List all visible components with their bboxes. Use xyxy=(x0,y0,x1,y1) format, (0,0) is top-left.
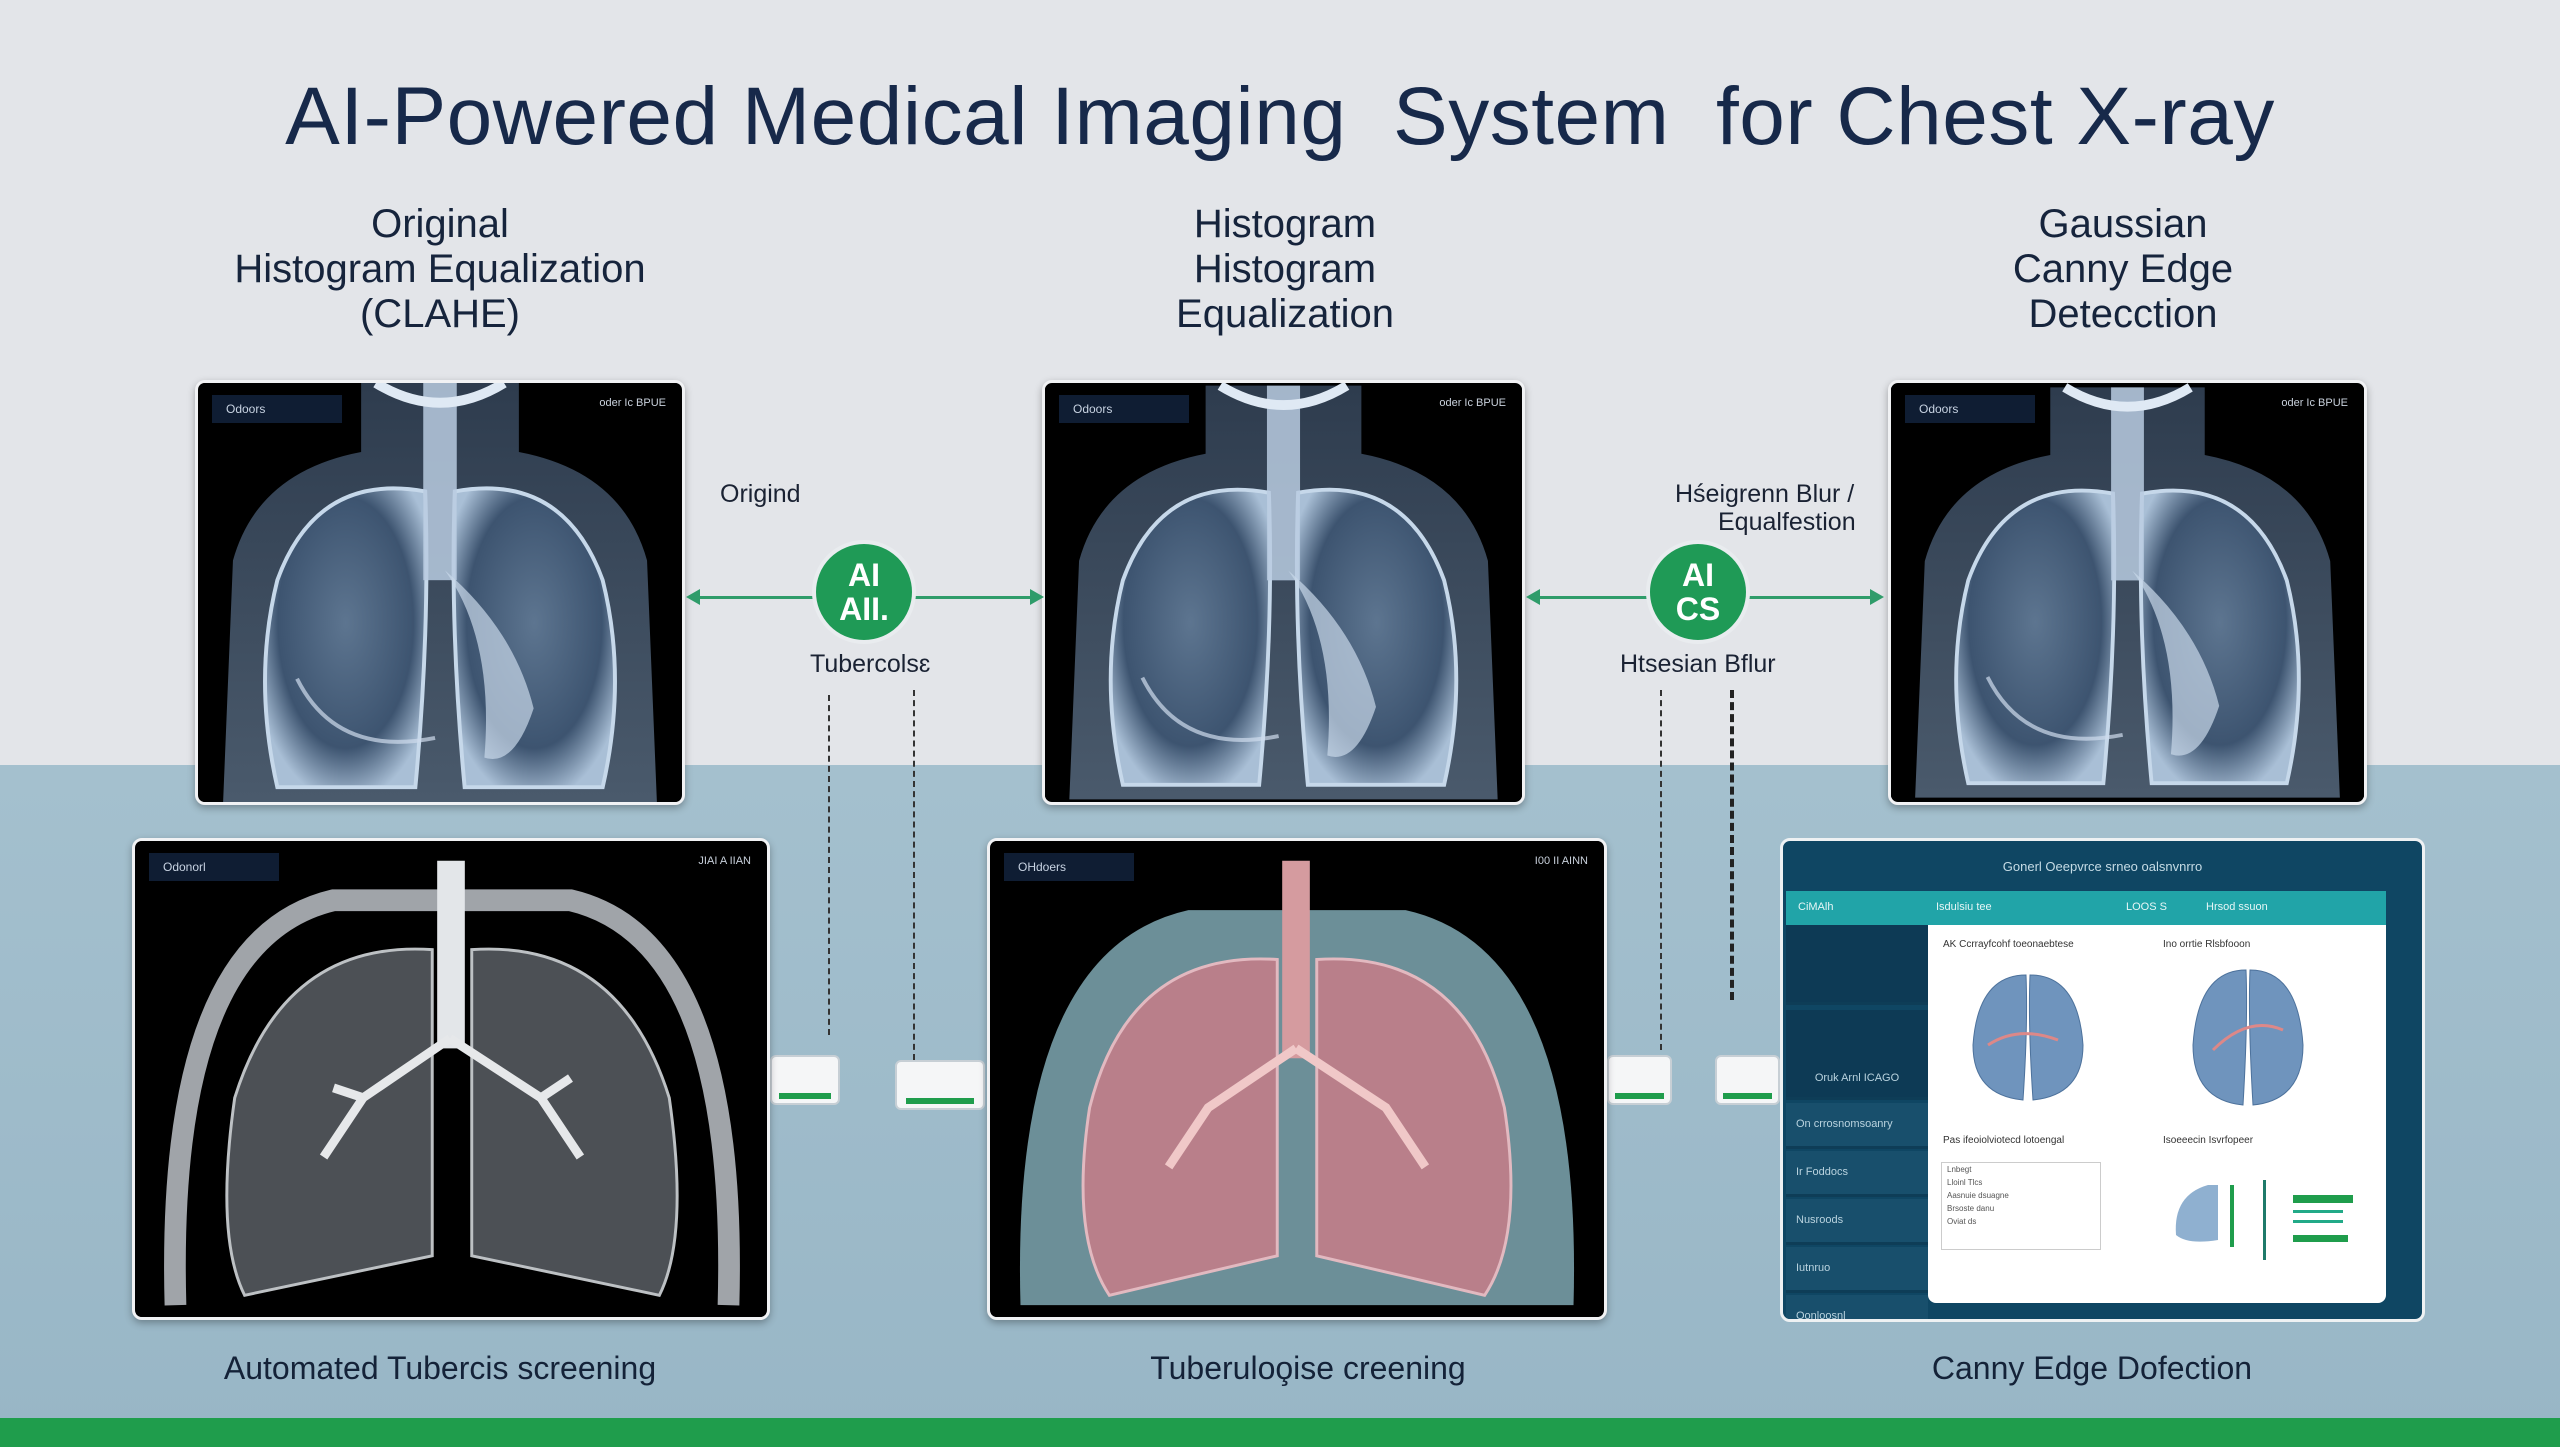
lung-3d-panel-grey[interactable]: Odonorl JIAI A IIAN xyxy=(132,838,770,1320)
badge-line: AI xyxy=(1682,557,1714,593)
topbar-item[interactable]: Hrsod ssuon xyxy=(2206,901,2268,913)
badge-line: AII. xyxy=(839,591,889,627)
lung-illustration xyxy=(135,841,767,1317)
connector-label: Equalfestion xyxy=(1718,508,1856,536)
panel-status: I00 II AINN xyxy=(1534,855,1588,867)
header-line: Equalization xyxy=(1176,292,1394,336)
results-table: Lnbegt Lloinl Tlcs Aasnuie dsuagne Brsos… xyxy=(1941,1162,2101,1250)
panel-status: oder Ic BPUE xyxy=(599,397,666,409)
ai-badge: AI AII. xyxy=(812,540,916,644)
connector-label: Origind xyxy=(720,480,801,508)
xray-panel-histogram[interactable]: Odoors oder Ic BPUE xyxy=(1042,380,1525,805)
analysis-dashboard[interactable]: Gonerl Oeepvrce srneo oalsnvnrro CiMAlh … xyxy=(1780,838,2425,1322)
dashboard-title: Gonerl Oeepvrce srneo oalsnvnrro xyxy=(2002,859,2203,874)
sidebar-item[interactable]: Iutnruo xyxy=(1786,1247,1928,1293)
topbar-item[interactable]: Isdulsiu tee xyxy=(1936,901,1992,913)
lung-model-image xyxy=(2192,969,2304,1106)
lung-model-image xyxy=(1972,974,2084,1101)
panel-title: Pas ifeoiolviotecd lotoengal xyxy=(1943,1135,2065,1146)
xray-panel-original[interactable]: Odoors oder Ic BPUE xyxy=(195,380,685,805)
sidebar-icon-block[interactable] xyxy=(1786,925,1928,1005)
panel-tag: Odoors xyxy=(212,395,342,423)
footer-band xyxy=(0,1418,2560,1447)
lung-3d-panel-pink[interactable]: OHdoers I00 II AINN xyxy=(987,838,1607,1320)
ai-badge: AI CS xyxy=(1646,540,1750,644)
xray-image xyxy=(1045,383,1522,802)
panel-tag: Odonorl xyxy=(149,853,279,881)
connector-label: Tubercolsɛ xyxy=(810,650,931,678)
sidebar-item[interactable]: Ir Foddocs xyxy=(1786,1151,1928,1197)
pipe-connector xyxy=(1715,1055,1780,1105)
table-row: Oviat ds xyxy=(1947,1217,1977,1226)
table-row: Brsoste danu xyxy=(1947,1204,1995,1213)
mini-charts xyxy=(2175,1180,2353,1260)
badge-line: AI xyxy=(848,557,880,593)
header-line: (CLAHE) xyxy=(359,292,521,336)
connector-label: Htsesian Bflur xyxy=(1620,650,1776,678)
xray-image xyxy=(198,383,682,802)
pipe-connector xyxy=(895,1060,985,1110)
panel-tag: Odoors xyxy=(1059,395,1189,423)
header-line: Histogram xyxy=(1193,247,1377,291)
table-row: Aasnuie dsuagne xyxy=(1947,1191,2009,1200)
pipe-connector xyxy=(1607,1055,1672,1105)
sidebar-item[interactable]: Nusroods xyxy=(1786,1199,1928,1245)
panel-title: Ino orrtie Rlsbfooon xyxy=(2163,939,2251,950)
panel-status: oder Ic BPUE xyxy=(2281,397,2348,409)
caption: Automated Tubercis screening xyxy=(223,1350,657,1386)
dashed-line xyxy=(1730,690,1734,1000)
panel-status: JIAI A IIAN xyxy=(698,855,751,867)
pipe-connector xyxy=(770,1055,840,1105)
sidebar-item-image[interactable]: Oruk Arnl ICAGO xyxy=(1786,1010,1928,1100)
sidebar-item[interactable]: On crrosnomsoanry xyxy=(1786,1103,1928,1149)
topbar-item[interactable]: CiMAlh xyxy=(1798,901,1834,913)
badge-line: CS xyxy=(1675,591,1721,627)
caption: Tuberuloo̧ise creening xyxy=(1150,1350,1466,1386)
panel-title: Isoeeecin Isvrfopeer xyxy=(2163,1135,2254,1146)
dashed-line xyxy=(1660,690,1662,1050)
table-row: Lloinl Tlcs xyxy=(1947,1178,1983,1187)
header-line: Gaussian xyxy=(2038,202,2208,246)
topbar-item[interactable]: LOOS S xyxy=(2126,901,2167,913)
dashboard-sidebar: Oruk Arnl ICAGO On crrosnomsoanry Ir Fod… xyxy=(1786,925,1928,1319)
panel-status: oder Ic BPUE xyxy=(1439,397,1506,409)
header-line: Histogram xyxy=(1193,202,1377,246)
connector-label: Hśeigrenn Blur / xyxy=(1675,480,1855,508)
xray-image xyxy=(1891,383,2364,802)
column-header-histogram: Histogram Histogram Equalization xyxy=(985,202,1585,337)
header-line: Original xyxy=(371,202,509,246)
lung-illustration xyxy=(990,841,1604,1317)
dashed-line xyxy=(913,690,915,1060)
column-header-gaussian: Gaussian Canny Edge Detecction xyxy=(1823,202,2423,337)
header-line: Histogram Equalization xyxy=(234,247,646,291)
panel-tag: Odoors xyxy=(1905,395,2035,423)
column-header-original: Original Histogram Equalization (CLAHE) xyxy=(140,202,740,337)
xray-panel-gaussian[interactable]: Odoors oder Ic BPUE xyxy=(1888,380,2367,805)
dashboard-topbar: CiMAlh Isdulsiu tee LOOS S Hrsod ssuon xyxy=(1786,891,2386,925)
dashed-line xyxy=(828,695,830,1035)
page-title: AI-Powered Medical Imaging System for Ch… xyxy=(285,71,2275,162)
panel-title: AK Ccrrayfcohf toeonaebtese xyxy=(1943,939,2074,950)
sidebar-item[interactable]: Oonloosnl xyxy=(1786,1295,1928,1319)
dashboard-content: AK Ccrrayfcohf toeonaebtese Ino orrtie R… xyxy=(1928,925,2386,1303)
header-line: Canny Edge xyxy=(2012,247,2234,291)
caption: Canny Edge Dofection xyxy=(1931,1350,2253,1386)
header-line: Detecction xyxy=(2028,292,2218,336)
table-row: Lnbegt xyxy=(1947,1165,1972,1174)
panel-tag: OHdoers xyxy=(1004,853,1134,881)
